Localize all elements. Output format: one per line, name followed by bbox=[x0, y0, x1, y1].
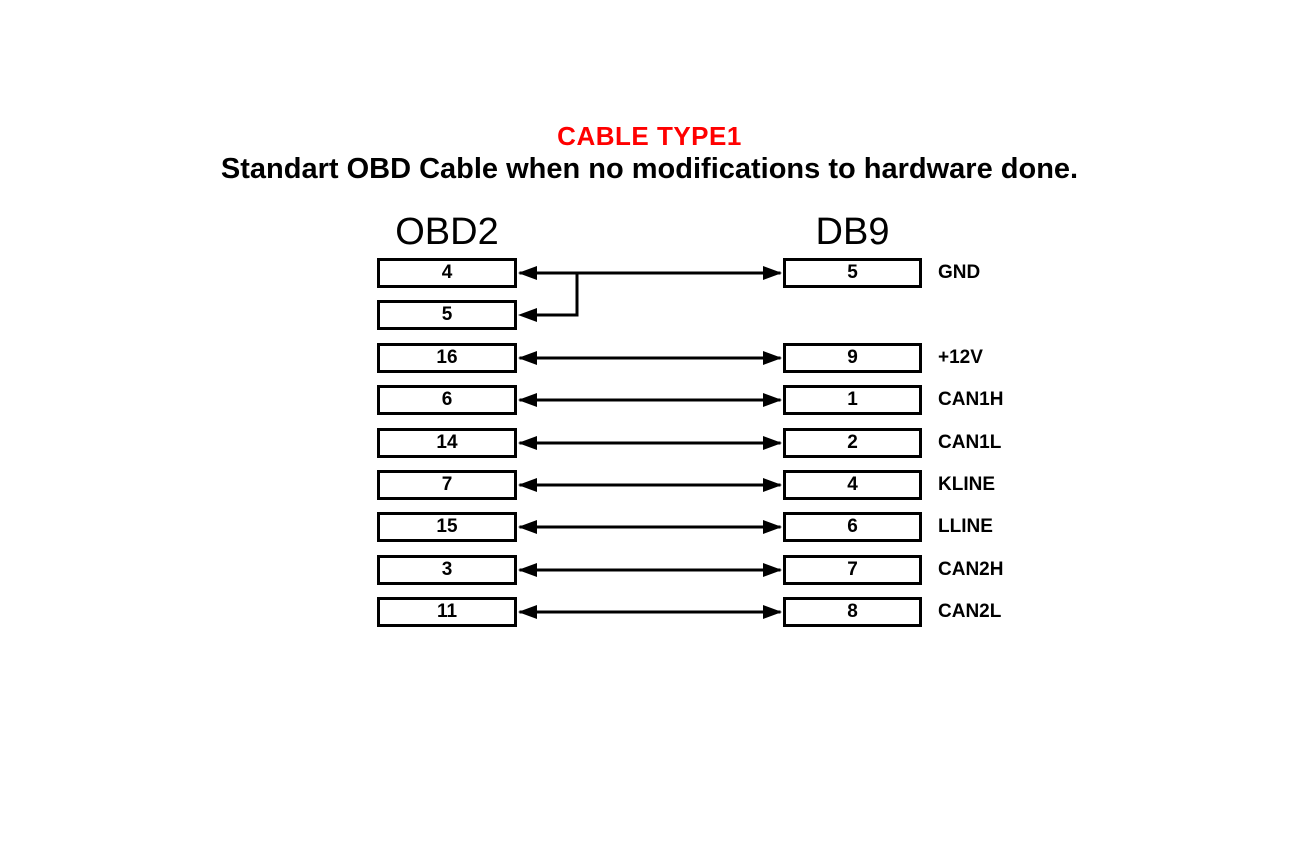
db9-pin-box: 4 bbox=[783, 470, 922, 500]
obd2-pin-box: 16 bbox=[377, 343, 517, 373]
obd2-pin-box: 7 bbox=[377, 470, 517, 500]
arrowhead bbox=[518, 563, 537, 577]
arrowhead bbox=[763, 436, 782, 450]
obd2-pin-box: 6 bbox=[377, 385, 517, 415]
arrowhead bbox=[518, 351, 537, 365]
obd2-pin-box: 3 bbox=[377, 555, 517, 585]
db9-pin-box: 7 bbox=[783, 555, 922, 585]
obd2-column-header: OBD2 bbox=[395, 211, 499, 253]
arrowhead bbox=[763, 393, 782, 407]
obd2-pin-box: 14 bbox=[377, 428, 517, 458]
obd2-pin-box: 15 bbox=[377, 512, 517, 542]
signal-label: GND bbox=[938, 262, 981, 283]
arrowhead bbox=[763, 266, 782, 280]
signal-label: CAN1L bbox=[938, 432, 1002, 453]
db9-pin-box: 1 bbox=[783, 385, 922, 415]
signal-label: CAN2H bbox=[938, 559, 1004, 580]
signal-label: CAN1H bbox=[938, 389, 1004, 410]
signal-label: KLINE bbox=[938, 474, 995, 495]
signal-label: +12V bbox=[938, 347, 983, 368]
arrowhead bbox=[518, 478, 537, 492]
db9-pin-box: 8 bbox=[783, 597, 922, 627]
arrowhead bbox=[763, 563, 782, 577]
db9-column-header: DB9 bbox=[815, 211, 890, 253]
db9-pin-box: 5 bbox=[783, 258, 922, 288]
db9-pin-box: 9 bbox=[783, 343, 922, 373]
arrowhead bbox=[763, 478, 782, 492]
diagram-subtitle: Standart OBD Cable when no modifications… bbox=[220, 153, 1079, 185]
db9-pin-box: 2 bbox=[783, 428, 922, 458]
arrowhead bbox=[763, 520, 782, 534]
obd2-pin-box: 11 bbox=[377, 597, 517, 627]
arrowhead bbox=[763, 351, 782, 365]
arrowhead bbox=[763, 605, 782, 619]
signal-label: CAN2L bbox=[938, 601, 1002, 622]
arrowhead bbox=[518, 520, 537, 534]
diagram-title: CABLE TYPE1 bbox=[557, 121, 742, 151]
arrowhead bbox=[518, 266, 537, 280]
obd2-pin-box: 5 bbox=[377, 300, 517, 330]
arrowhead bbox=[518, 308, 537, 322]
signal-label: LLINE bbox=[938, 516, 993, 537]
arrowhead bbox=[518, 436, 537, 450]
db9-pin-box: 6 bbox=[783, 512, 922, 542]
arrowhead bbox=[518, 605, 537, 619]
obd2-pin-box: 4 bbox=[377, 258, 517, 288]
arrowhead bbox=[518, 393, 537, 407]
